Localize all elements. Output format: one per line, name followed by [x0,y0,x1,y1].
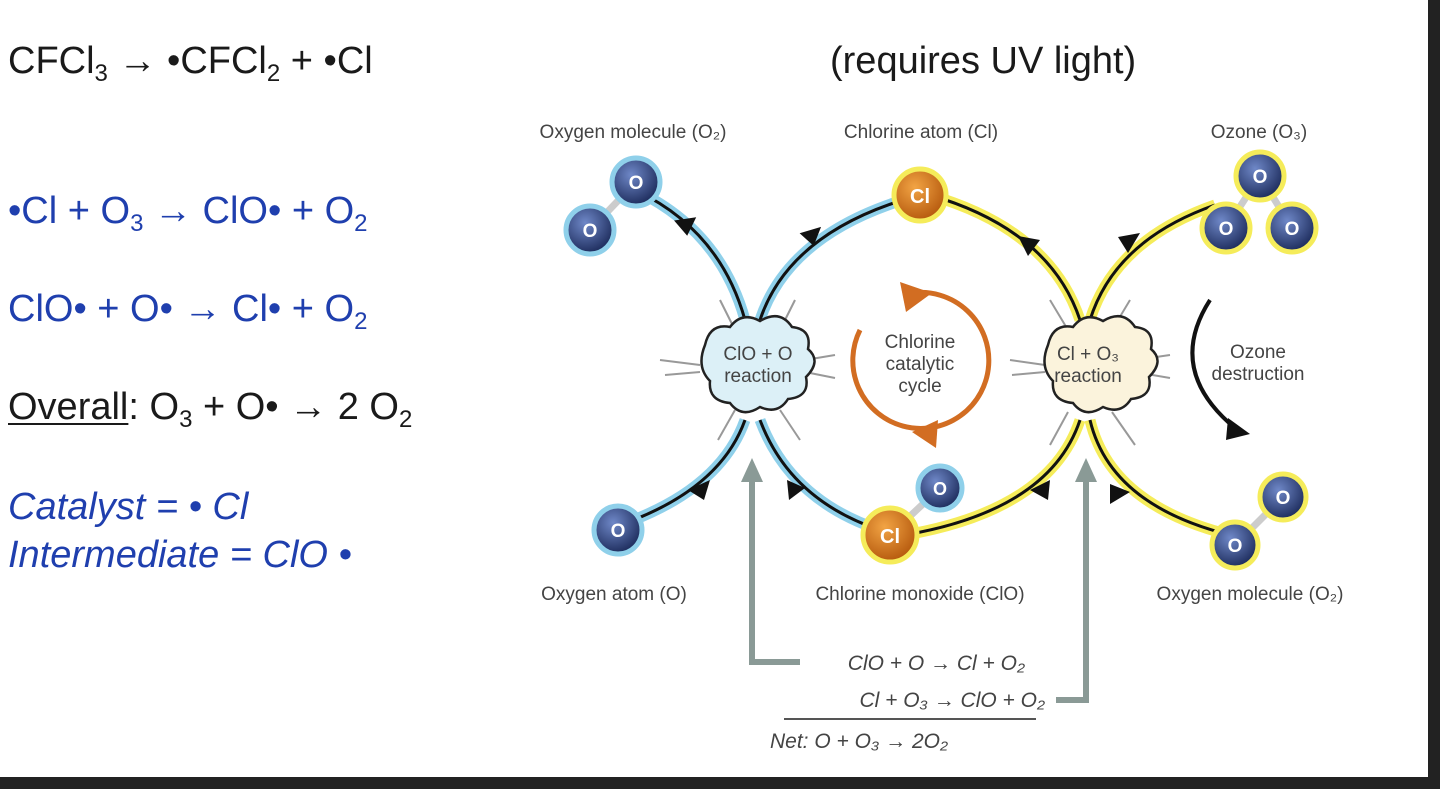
cycle-line1: Chlorine [885,332,956,353]
grey-arrowhead-right [1075,458,1097,482]
step1-equation: •Cl + O3 → ClO• + O2 [8,190,368,237]
oxygen-molecule-bottom [1209,471,1309,571]
catalytic-cycle-ring [850,282,992,448]
atom-label: Cl [880,526,900,548]
label-oxygen-molecule-top: Oxygen molecule (O₂) [540,122,727,143]
net-equation: Net: O + O₃ → 2O₂ [770,730,948,753]
yellow-paths [904,189,1232,541]
overall-equation: Overall: O3 + O• → 2 O2 [8,386,413,433]
label-chlorine-atom: Chlorine atom (Cl) [844,122,998,143]
reaction-cloud-right [1009,299,1171,446]
label-oxygen-atom: Oxygen atom (O) [541,584,687,605]
oxygen-atom-bottom [591,503,645,557]
reaction-right-line1: Cl + O₃ [1057,344,1119,365]
chlorine-monoxide-molecule [860,463,965,565]
frame-border-right [1428,0,1440,789]
atom-label: O [1228,536,1243,557]
atom-label: O [1219,219,1234,240]
atom-label: O [611,521,626,542]
chlorine-atom-top [891,166,949,224]
reaction-right-line2: reaction [1054,366,1122,387]
label-chlorine-monoxide: Chlorine monoxide (ClO) [815,584,1024,605]
atom-label: O [583,221,598,242]
atom-label: O [933,479,947,499]
atom-label: O [1253,167,1268,188]
atom-label: Cl [910,186,930,208]
step2-equation: ClO• + O• → Cl• + O2 [8,288,368,335]
reaction-left-line1: ClO + O [723,344,792,365]
cycle-line2: catalytic [886,354,955,375]
catalyst-note: Catalyst = • Cl [8,486,249,528]
sum-equation-2: Cl + O₃ → ClO + O₂ [859,689,1045,712]
path-arrowheads [674,217,1140,504]
oxygen-molecule-top [563,155,663,257]
intermediate-note: Intermediate = ClO • [8,534,352,576]
destruction-line2: destruction [1212,364,1305,385]
label-ozone: Ozone (O₃) [1211,122,1307,143]
grey-arrowhead-left [741,458,763,482]
atom-label: O [1285,219,1300,240]
destruction-line1: Ozone [1230,342,1286,363]
reaction-cloud-left [659,299,836,441]
atom-label: O [629,173,644,194]
atom-label: O [1276,488,1291,509]
destruction-arrowhead [1226,418,1250,440]
cycle-line3: cycle [898,376,941,397]
frame-border-bottom [0,777,1440,789]
label-oxygen-molecule-bottom: Oxygen molecule (O₂) [1157,584,1344,605]
initiation-equation: CFCl3 → •CFCl2 + •Cl [8,40,373,87]
destruction-arrow [1190,298,1237,430]
grey-arrows [749,480,1089,703]
sum-equation-1: ClO + O → Cl + O₂ [848,652,1025,675]
ozone-molecule [1199,149,1319,255]
uv-note: (requires UV light) [830,40,1137,82]
reaction-left-line2: reaction [724,366,792,387]
